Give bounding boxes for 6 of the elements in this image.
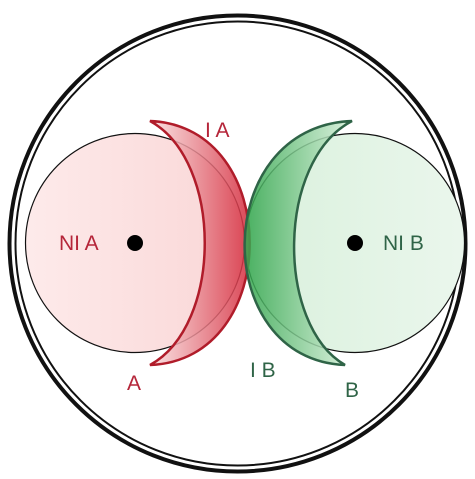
region-label: I A (205, 120, 230, 141)
region-label: I B (250, 360, 276, 381)
region-label: B (345, 380, 360, 401)
region-label: NI B (383, 233, 424, 254)
region-label: A (127, 373, 142, 394)
region-label: NI A (59, 233, 99, 254)
